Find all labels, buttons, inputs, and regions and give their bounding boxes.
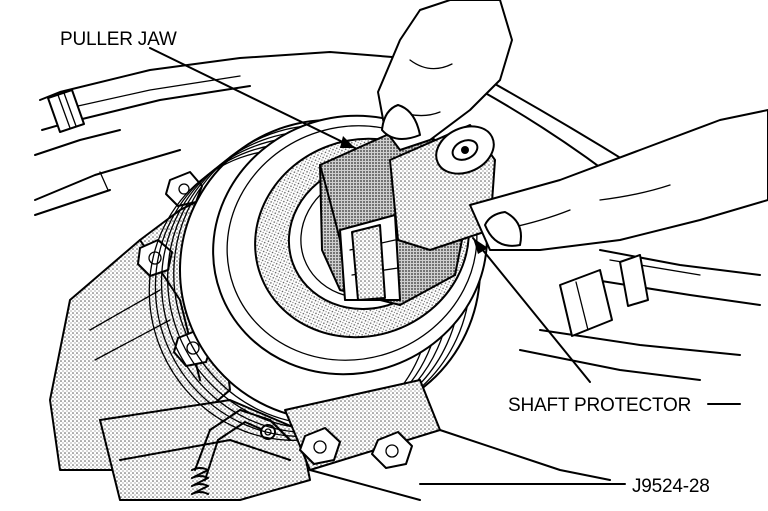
figure-id-label: J9524-28 <box>632 476 710 497</box>
puller-jaw-leader <box>149 47 356 149</box>
puller-tool <box>319 119 496 306</box>
spring-harness <box>191 409 291 495</box>
hands <box>377 0 768 251</box>
bolt-head <box>371 431 413 469</box>
puller-jaw-label: PULLER JAW <box>60 29 177 50</box>
callouts <box>149 47 741 485</box>
shaft-protector-arrowhead <box>473 238 488 254</box>
shaft-protector-leader <box>472 237 591 383</box>
lower-mount <box>284 379 611 501</box>
shaft-protector-label: SHAFT PROTECTOR <box>508 395 691 416</box>
puller-jaw-arrowhead <box>340 136 355 148</box>
coil-spring <box>191 467 209 495</box>
bolt-head <box>299 427 341 465</box>
